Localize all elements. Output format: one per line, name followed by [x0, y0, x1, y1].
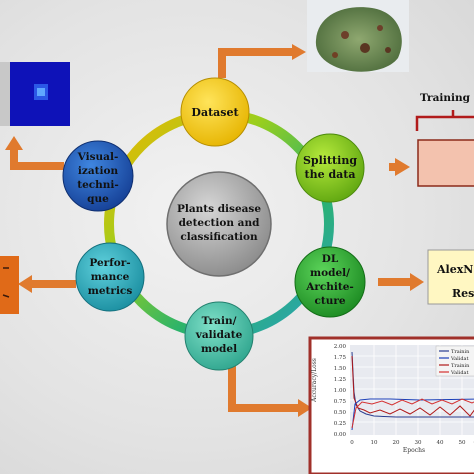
node-performance-metrics: Perfor- mance metrics — [75, 242, 145, 312]
arrow-to-plot — [298, 399, 312, 417]
node-visualization-line1: Visual- — [77, 151, 119, 163]
ytick: 1.00 — [334, 388, 347, 394]
arrows — [5, 44, 424, 417]
xtick: 0 — [350, 440, 354, 446]
node-visualization-line4: que — [87, 193, 109, 205]
node-splitting-line1: Splitting — [303, 154, 357, 167]
ytick: 0.75 — [334, 399, 347, 405]
node-dl-line4: cture — [314, 295, 345, 307]
ytick: 1.75 — [334, 355, 347, 361]
ytick: 1.50 — [334, 366, 347, 372]
ytick: 0.00 — [334, 432, 347, 438]
activation-map-image — [0, 62, 70, 126]
plot-xlabel: Epochs — [403, 447, 425, 454]
node-splitting: Splitting the data — [295, 133, 365, 203]
node-performance-line1: Perfor- — [89, 257, 130, 269]
xtick: 20 — [393, 440, 400, 446]
models-box: AlexN ResN — [427, 249, 474, 305]
node-dl-line2: model/ — [310, 267, 350, 279]
xtick: 40 — [437, 440, 444, 446]
output-box — [0, 256, 19, 314]
xtick: 30 — [415, 440, 422, 446]
xtick: 10 — [371, 440, 378, 446]
arrow-to-visual-image — [5, 136, 23, 150]
training-loss-curve — [351, 351, 474, 418]
center-node: Plants disease detection and classificat… — [166, 171, 272, 277]
arrow-to-split-box — [395, 158, 410, 176]
legend-entry: Validat — [450, 356, 469, 362]
node-dl-line1: DL — [322, 253, 339, 265]
model-alexnet: AlexN — [436, 263, 473, 276]
node-dataset: Dataset — [180, 77, 250, 147]
node-visualization-line3: techni- — [77, 179, 119, 191]
ytick: 0.50 — [334, 410, 347, 416]
training-split-box — [417, 139, 474, 187]
center-title-line1: Plants disease — [177, 203, 261, 215]
arrow-head — [292, 44, 306, 60]
validation-loss-curve — [351, 355, 474, 417]
model-resnet: ResN — [452, 287, 474, 300]
training-split-panel: Training s — [415, 92, 474, 187]
plot-ylabel: Accuracy/Loss — [311, 358, 318, 403]
node-visualization: Visual- ization techni- que — [62, 140, 134, 212]
training-split-label: Training s — [420, 92, 474, 104]
node-train-line3: model — [201, 343, 237, 355]
arrow-to-leaf-image — [218, 48, 292, 78]
validation-accuracy-curve — [351, 398, 474, 429]
node-performance-line3: metrics — [88, 285, 133, 297]
node-visualization-line2: ization — [78, 165, 119, 177]
node-dl-model: DL model/ Archite- cture — [294, 246, 366, 318]
training-plot: Accuracy/Loss 2.00 1.75 1.50 1.25 1.00 0… — [308, 336, 474, 474]
plot-yticks: 2.00 1.75 1.50 1.25 1.00 0.75 0.50 0.25 … — [334, 344, 347, 438]
legend-entry: Trainin — [451, 363, 470, 369]
leaf-image — [307, 0, 409, 72]
arrow-to-models — [410, 273, 424, 291]
legend-entry: Trainin — [451, 349, 470, 355]
legend-entry: Validat — [450, 370, 469, 376]
arrow-to-output — [18, 275, 32, 293]
node-train-validate: Train/ validate model — [184, 301, 254, 371]
node-dl-line3: Archite- — [305, 281, 354, 293]
center-title-line2: detection and — [179, 217, 261, 229]
node-dataset-label: Dataset — [191, 106, 239, 119]
node-splitting-line2: the data — [305, 168, 356, 181]
node-train-line2: validate — [195, 329, 243, 341]
node-performance-line2: mance — [91, 271, 130, 283]
xtick: 50 — [459, 440, 466, 446]
center-title-line3: classification — [180, 231, 258, 243]
ytick: 0.25 — [334, 421, 347, 427]
ytick: 1.25 — [334, 377, 347, 383]
ytick: 2.00 — [334, 344, 347, 350]
node-train-line1: Train/ — [202, 315, 237, 327]
